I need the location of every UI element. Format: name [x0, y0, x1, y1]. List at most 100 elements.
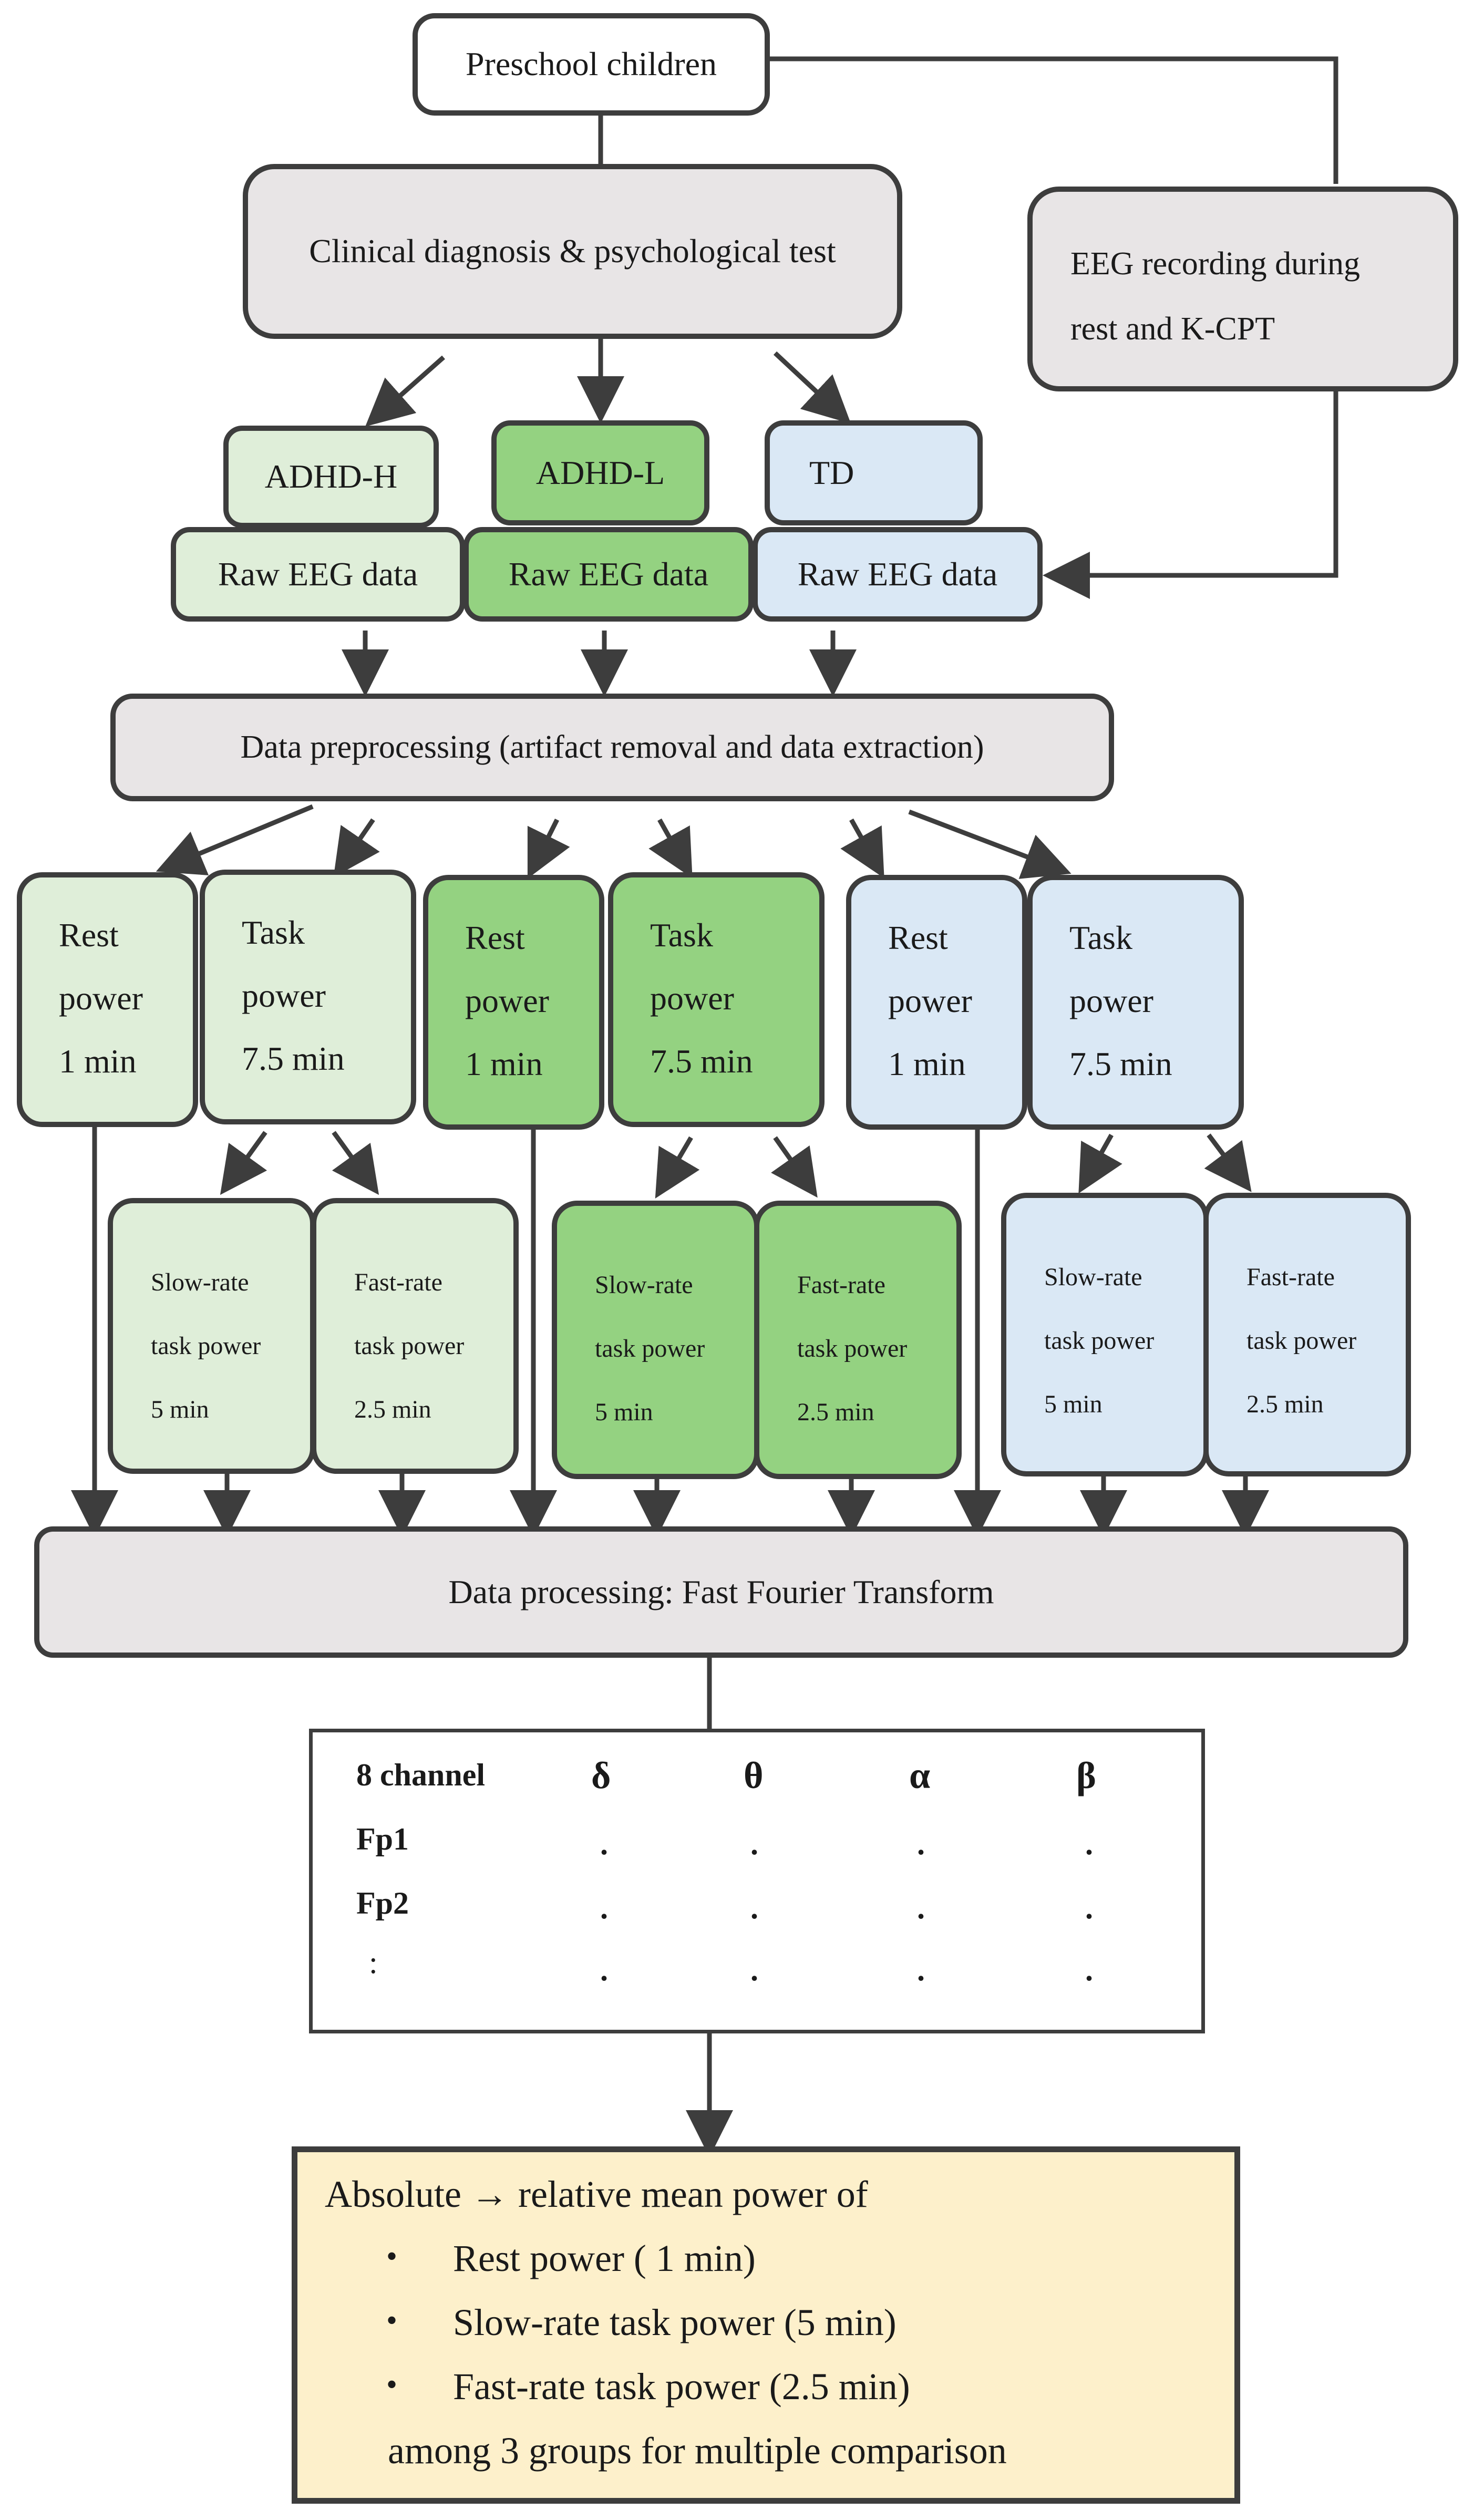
- table-cell: .: [917, 1953, 925, 1987]
- fast-rate-td: Fast-rate task power 2.5 min: [1203, 1193, 1411, 1476]
- fast-rate-adhd-h-line-2: task power: [354, 1332, 465, 1360]
- rest-power-adhd-h-line-1: Rest: [59, 916, 119, 954]
- preschool-children-label: Preschool children: [465, 45, 717, 83]
- rest-power-adhd-l-line-1: Rest: [465, 919, 525, 956]
- slow-rate-td-line-1: Slow-rate: [1044, 1263, 1142, 1291]
- group-adhd-h-label: ADHD-H: [264, 458, 398, 495]
- task-power-adhd-l-line-2: power: [650, 979, 734, 1017]
- clinical-diagnosis-box: Clinical diagnosis & psychological test: [243, 164, 902, 339]
- raw-eeg-td-box: Raw EEG data: [753, 527, 1043, 622]
- slow-rate-adhd-l-line-3: 5 min: [595, 1398, 653, 1426]
- clinical-diagnosis-label: Clinical diagnosis & psychological test: [309, 232, 836, 270]
- group-td-label: TD: [809, 453, 854, 491]
- task-power-adhd-h-line-3: 7.5 min: [242, 1040, 345, 1077]
- fast-rate-adhd-l: Fast-rate task power 2.5 min: [754, 1201, 962, 1479]
- table-cell: .: [917, 1891, 925, 1925]
- fast-rate-adhd-h: Fast-rate task power 2.5 min: [311, 1198, 519, 1474]
- slow-rate-adhd-h-line-2: task power: [151, 1332, 261, 1360]
- task-power-adhd-h-line-2: power: [242, 977, 326, 1014]
- raw-eeg-adhd-l-label: Raw EEG data: [508, 555, 709, 593]
- preschool-children-box: Preschool children: [413, 13, 770, 116]
- table-cell: .: [750, 1953, 758, 1987]
- fast-rate-adhd-l-line-2: task power: [797, 1335, 908, 1362]
- conclusion-title: Absolute → relative mean power of: [325, 2173, 868, 2215]
- task-power-adhd-h-line-1: Task: [242, 914, 305, 951]
- slow-rate-td-line-3: 5 min: [1044, 1390, 1103, 1418]
- rest-power-adhd-h-line-3: 1 min: [59, 1042, 137, 1080]
- conclusion-box: [292, 2146, 1240, 2504]
- rest-power-td: Rest power 1 min: [846, 875, 1027, 1130]
- channel-table-box: [309, 1729, 1205, 2033]
- table-header-delta: δ: [591, 1754, 611, 1796]
- raw-eeg-td-label: Raw EEG data: [797, 555, 998, 593]
- eeg-recording-line-2: rest and K-CPT: [1070, 311, 1275, 347]
- rest-power-adhd-l-line-3: 1 min: [465, 1045, 543, 1082]
- slow-rate-adhd-h-line-3: 5 min: [151, 1396, 209, 1423]
- table-cell: .: [1085, 1826, 1093, 1861]
- task-power-td: Task power 7.5 min: [1027, 875, 1244, 1130]
- conclusion-bullet-3: Fast-rate task power (2.5 min): [453, 2366, 910, 2408]
- slow-rate-td-line-2: task power: [1044, 1327, 1155, 1355]
- table-header-channel: 8 channel: [356, 1758, 486, 1792]
- task-power-adhd-l-line-1: Task: [650, 916, 713, 954]
- rest-power-td-line-2: power: [888, 982, 972, 1019]
- preprocessing-label: Data preprocessing (artifact removal and…: [240, 729, 984, 766]
- fast-rate-adhd-l-line-1: Fast-rate: [797, 1271, 885, 1299]
- task-power-td-line-3: 7.5 min: [1069, 1045, 1172, 1082]
- table-header-beta: β: [1076, 1754, 1096, 1796]
- conclusion-bullet-2: Slow-rate task power (5 min): [453, 2301, 897, 2343]
- task-power-adhd-h: Task power 7.5 min: [200, 870, 416, 1124]
- table-cell: .: [1085, 1953, 1093, 1987]
- table-cell: .: [917, 1826, 925, 1861]
- fft-processing-label: Data processing: Fast Fourier Transform: [448, 1573, 994, 1610]
- table-row-fp1: Fp1: [356, 1822, 409, 1856]
- rest-power-td-line-3: 1 min: [888, 1045, 966, 1082]
- fast-rate-td-line-1: Fast-rate: [1246, 1263, 1335, 1291]
- raw-eeg-adhd-h-label: Raw EEG data: [218, 555, 418, 593]
- fast-rate-td-line-3: 2.5 min: [1246, 1390, 1324, 1418]
- fast-rate-adhd-h-line-3: 2.5 min: [354, 1396, 431, 1423]
- group-td-box: TD: [765, 420, 983, 525]
- fast-rate-adhd-l-line-3: 2.5 min: [797, 1398, 874, 1426]
- conclusion-footer: among 3 groups for multiple comparison: [388, 2430, 1007, 2472]
- bullet-dot-2: •: [386, 2303, 398, 2338]
- table-cell: .: [600, 1891, 608, 1925]
- slow-rate-adhd-l-line-2: task power: [595, 1335, 705, 1362]
- table-row-ellipsis: :: [369, 1945, 378, 1980]
- group-adhd-l-label: ADHD-L: [535, 453, 665, 491]
- task-power-adhd-l: Task power 7.5 min: [608, 872, 825, 1127]
- task-power-td-line-2: power: [1069, 982, 1153, 1019]
- bullet-dot-3: •: [386, 2367, 398, 2402]
- eeg-recording-box: EEG recording during rest and K-CPT: [1027, 187, 1458, 391]
- fast-rate-adhd-h-line-1: Fast-rate: [354, 1268, 442, 1296]
- slow-rate-td: Slow-rate task power 5 min: [1001, 1193, 1209, 1476]
- bullet-dot-1: •: [386, 2239, 398, 2274]
- rest-power-adhd-l: Rest power 1 min: [423, 875, 604, 1130]
- slow-rate-adhd-l-line-1: Slow-rate: [595, 1271, 693, 1299]
- table-header-theta: θ: [744, 1754, 764, 1796]
- slow-rate-adhd-l: Slow-rate task power 5 min: [552, 1201, 759, 1479]
- slow-rate-adhd-h-line-1: Slow-rate: [151, 1268, 249, 1296]
- table-row-fp2: Fp2: [356, 1886, 409, 1920]
- fft-processing-box: Data processing: Fast Fourier Transform: [34, 1526, 1408, 1658]
- task-power-adhd-l-line-3: 7.5 min: [650, 1042, 753, 1080]
- table-header-alpha: α: [909, 1754, 931, 1796]
- rest-power-adhd-h: Rest power 1 min: [17, 872, 198, 1127]
- table-cell: .: [600, 1953, 608, 1987]
- raw-eeg-adhd-l-box: Raw EEG data: [463, 527, 754, 622]
- rest-power-adhd-h-line-2: power: [59, 979, 143, 1017]
- table-cell: .: [1085, 1891, 1093, 1925]
- slow-rate-adhd-h: Slow-rate task power 5 min: [108, 1198, 315, 1474]
- conclusion-bullet-1: Rest power ( 1 min): [453, 2237, 756, 2279]
- group-adhd-h-box: ADHD-H: [223, 426, 439, 528]
- group-adhd-l-box: ADHD-L: [491, 420, 709, 525]
- fast-rate-td-line-2: task power: [1246, 1327, 1357, 1355]
- raw-eeg-adhd-h-box: Raw EEG data: [171, 527, 465, 622]
- table-cell: .: [750, 1891, 758, 1925]
- task-power-td-line-1: Task: [1069, 919, 1132, 956]
- eeg-recording-line-1: EEG recording during: [1070, 246, 1360, 282]
- table-cell: .: [600, 1826, 608, 1861]
- rest-power-adhd-l-line-2: power: [465, 982, 549, 1019]
